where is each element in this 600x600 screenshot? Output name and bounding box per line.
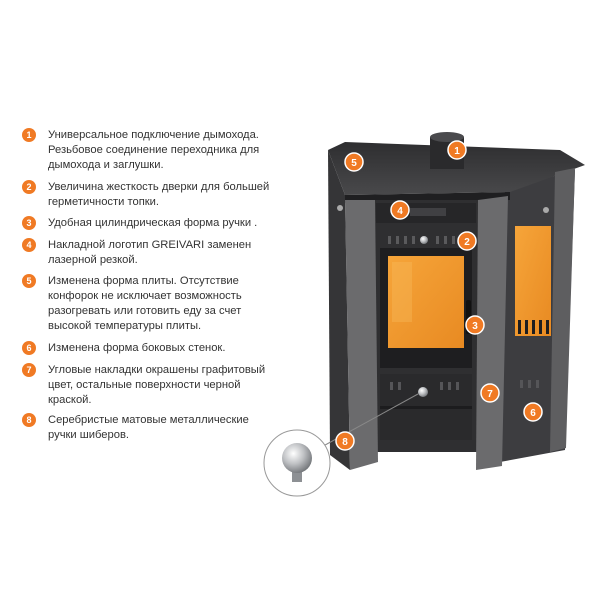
legend-line: Изменена форма плиты. Отсутствие <box>48 275 239 287</box>
drawer-shelf <box>380 406 472 409</box>
marker-3: 3 <box>465 315 485 335</box>
legend-badge-5: 5 <box>22 274 36 288</box>
stove-left-side <box>328 150 350 470</box>
side-grate <box>518 320 549 334</box>
marker-5: 5 <box>344 152 364 172</box>
ash-damper-knob[interactable] <box>418 387 428 397</box>
legend-text-3: Удобная цилиндрическая форма ручки . <box>48 216 292 231</box>
svg-text:1: 1 <box>454 146 460 157</box>
legend-item-2: 2 Увеличина жесткость дверки для большей… <box>22 180 292 210</box>
legend-line: разогревать или готовить еду за счет <box>48 305 242 317</box>
svg-text:4: 4 <box>397 206 403 217</box>
marker-2: 2 <box>457 231 477 251</box>
top-damper-knob[interactable] <box>420 236 428 244</box>
legend-item-7: 7 Угловые накладки окрашены графитовый ц… <box>22 363 292 408</box>
legend-line: высокой температуры плиты. <box>48 320 202 332</box>
legend-badge-8: 8 <box>22 413 36 427</box>
svg-text:3: 3 <box>472 321 478 332</box>
legend-badge-6: 6 <box>22 341 36 355</box>
legend-line: Изменена форма боковых стенок. <box>48 342 226 354</box>
legend-badge-2: 2 <box>22 180 36 194</box>
legend-line: дымохода и заглушки. <box>48 159 164 171</box>
legend-line: Накладной логотип GREIVARI заменен <box>48 239 252 251</box>
side-glass <box>515 226 551 336</box>
legend-badge-7: 7 <box>22 363 36 377</box>
left-side-knob[interactable] <box>337 205 343 211</box>
legend-badge-4: 4 <box>22 238 36 252</box>
legend-text-2: Увеличина жесткость дверки для большей г… <box>48 180 292 210</box>
svg-text:6: 6 <box>530 408 536 419</box>
legend-badge-3: 3 <box>22 216 36 230</box>
marker-4: 4 <box>390 200 410 220</box>
legend-text-4: Накладной логотип GREIVARI заменен лазер… <box>48 238 292 268</box>
legend-text-6: Изменена форма боковых стенок. <box>48 341 292 356</box>
marker-1: 1 <box>447 140 467 160</box>
marker-6: 6 <box>523 402 543 422</box>
logo-cutout <box>410 208 446 216</box>
zoom-knob-stem <box>292 470 302 482</box>
legend-line: ручки шиберов. <box>48 429 129 441</box>
side-vent-slots <box>520 380 539 388</box>
legend-item-5: 5 Изменена форма плиты. Отсутствие конфо… <box>22 274 292 334</box>
silver-knob-icon <box>282 443 312 473</box>
legend-line: конфорок не исключает возможность <box>48 290 242 302</box>
legend-line: Увеличина жесткость дверки для большей <box>48 181 270 193</box>
svg-text:5: 5 <box>351 158 357 169</box>
corner-overlay-left <box>345 200 378 470</box>
legend-line: лазерной резкой. <box>48 254 138 266</box>
legend-text-1: Универсальное подключение дымохода. Резь… <box>48 128 292 173</box>
legend-line: Угловые накладки окрашены графитовый <box>48 364 266 376</box>
svg-text:7: 7 <box>487 389 493 400</box>
fire-grate <box>392 348 460 364</box>
legend-item-3: 3 Удобная цилиндрическая форма ручки . <box>22 216 292 231</box>
legend-item-6: 6 Изменена форма боковых стенок. <box>22 341 292 356</box>
legend-text-7: Угловые накладки окрашены графитовый цве… <box>48 363 292 408</box>
legend-line: Удобная цилиндрическая форма ручки . <box>48 217 258 229</box>
marker-7: 7 <box>480 383 500 403</box>
legend-line: герметичности топки. <box>48 196 160 208</box>
corner-overlay-far-right <box>550 168 575 452</box>
legend-badge-1: 1 <box>22 128 36 142</box>
marker-8: 8 <box>335 431 355 451</box>
legend-line: Резьбовое соединение переходника для <box>48 144 260 156</box>
legend-item-4: 4 Накладной логотип GREIVARI заменен лаз… <box>22 238 292 268</box>
ash-vent-slots <box>390 382 459 390</box>
glass-reflection <box>392 262 412 322</box>
legend-line: цвет, остальные поверхности черной <box>48 379 241 391</box>
fire-door-glass <box>388 256 464 348</box>
legend-item-1: 1 Универсальное подключение дымохода. Ре… <box>22 128 292 173</box>
right-side-knob[interactable] <box>543 207 549 213</box>
zoom-leader-line <box>315 393 419 451</box>
legend-line: Серебристые матовые металлические <box>48 414 249 426</box>
corner-overlay-right <box>476 196 508 470</box>
legend-line: Универсальное подключение дымохода. <box>48 129 259 141</box>
legend-item-8: 8 Серебристые матовые металлические ручк… <box>22 413 292 443</box>
legend-line: краской. <box>48 394 92 406</box>
legend-text-5: Изменена форма плиты. Отсутствие конфоро… <box>48 274 292 334</box>
svg-text:8: 8 <box>342 437 348 448</box>
svg-text:2: 2 <box>464 237 470 248</box>
legend-text-8: Серебристые матовые металлические ручки … <box>48 413 292 443</box>
chimney-top <box>430 132 464 142</box>
